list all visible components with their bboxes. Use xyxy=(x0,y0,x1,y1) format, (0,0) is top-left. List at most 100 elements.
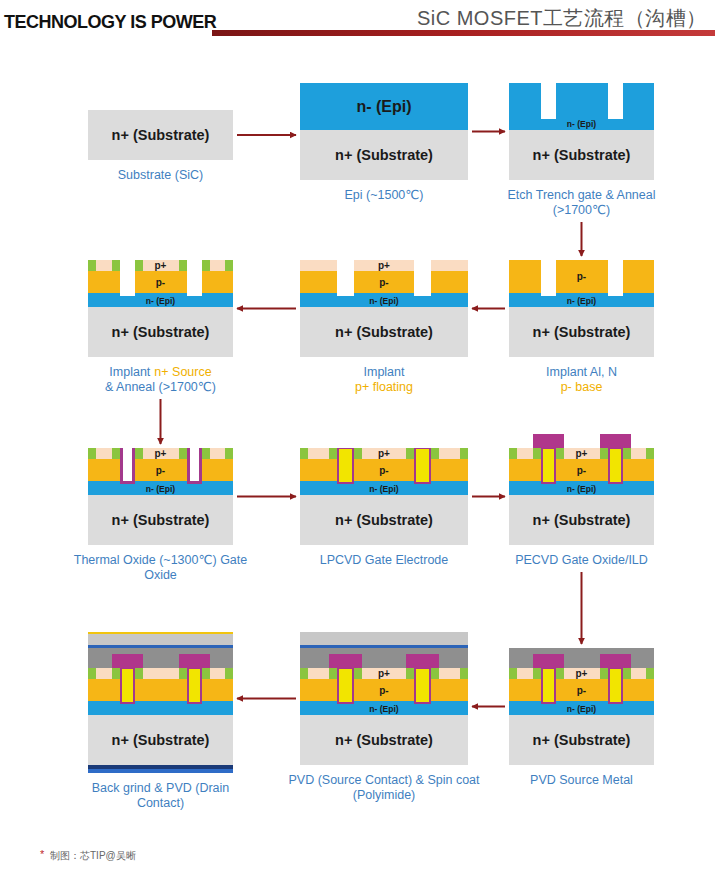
n-plus-source xyxy=(354,448,362,459)
n-plus-source xyxy=(179,448,187,459)
substrate-layer xyxy=(300,715,468,765)
trench xyxy=(120,260,135,296)
layer-label: p- xyxy=(156,465,165,476)
p-base-layer xyxy=(300,679,468,701)
gate-electrode xyxy=(609,668,622,703)
flow-arrow xyxy=(472,496,505,498)
layer-region: n+ (Substrate) xyxy=(88,110,233,160)
layer-region: n+ (Substrate) xyxy=(300,495,468,545)
n-plus-source xyxy=(202,668,210,679)
cross-section xyxy=(300,260,468,357)
layer-label: p- xyxy=(379,465,388,476)
ild-cap xyxy=(112,654,143,668)
layer-region: n- (Epi) xyxy=(509,704,654,715)
layer-label: p+ xyxy=(155,260,167,271)
step-caption: Thermal Oxide (~1300℃) Gate Oxide xyxy=(70,553,251,583)
process-step: Etch Trench gate & Anneal (>1700℃)n- (Ep… xyxy=(509,83,654,218)
layer-label: p+ xyxy=(576,448,588,459)
epi-layer xyxy=(509,481,654,495)
layer-region: n- (Epi) xyxy=(509,119,654,130)
layer-region: n+ (Substrate) xyxy=(300,130,468,180)
n-plus-source xyxy=(509,668,517,679)
layer-label: n- (Epi) xyxy=(567,296,596,307)
n-plus-source xyxy=(600,668,608,679)
layer-label: p- xyxy=(577,465,586,476)
step-caption: PVD Source Metal xyxy=(491,773,672,788)
cross-section-drawing xyxy=(300,260,468,357)
gate-electrode xyxy=(415,448,430,483)
step-caption-box: LPCVD Gate Electrode xyxy=(282,553,486,568)
layer-region: n+ (Substrate) xyxy=(88,715,233,765)
gate-electrode xyxy=(542,448,555,483)
n-plus-source xyxy=(300,668,308,679)
p-plus-layer xyxy=(509,668,654,679)
layer-region: n- (Epi) xyxy=(300,704,468,715)
layer-label: p+ xyxy=(378,668,390,679)
cross-section xyxy=(88,632,233,773)
epi-layer xyxy=(509,701,654,715)
n-plus-source xyxy=(533,448,541,459)
process-step: Implantp+ floatingp+p-n- (Epi)n+ (Substr… xyxy=(300,260,468,395)
process-step: PVD Source Metalp+p-n- (Epi)n+ (Substrat… xyxy=(509,648,654,788)
layer-label: n+ (Substrate) xyxy=(533,147,631,164)
process-step: Implant Al, Np- basep-n- (Epi)n+ (Substr… xyxy=(509,260,654,395)
cross-section-drawing xyxy=(88,448,233,545)
trench xyxy=(187,260,202,296)
flow-arrow xyxy=(237,496,296,498)
process-step: PECVD Gate Oxide/ILDp+p-n- (Epi)n+ (Subs… xyxy=(509,434,654,568)
layer-label: p+ xyxy=(378,260,390,271)
layer-region: n- (Epi) xyxy=(509,296,654,307)
drain-contact xyxy=(88,765,233,769)
n-plus-source xyxy=(329,448,337,459)
trench xyxy=(541,260,556,296)
layer-label: n+ (Substrate) xyxy=(112,127,210,144)
n-plus-source xyxy=(623,668,631,679)
p-plus-layer xyxy=(300,668,468,679)
layer-label: n+ (Substrate) xyxy=(335,512,433,529)
n-plus-source xyxy=(225,448,233,459)
step-caption: Implant Al, N xyxy=(491,365,672,380)
layer-label: n- (Epi) xyxy=(146,484,175,495)
process-step: Thermal Oxide (~1300℃) Gate Oxidep+p-n- … xyxy=(88,448,233,583)
layer-region: p- xyxy=(509,260,654,293)
n-plus-source xyxy=(88,260,96,271)
substrate-layer xyxy=(509,307,654,357)
substrate-layer xyxy=(88,715,233,765)
layer-label: n+ (Substrate) xyxy=(112,512,210,529)
flow-arrow xyxy=(237,698,296,700)
step-caption-box: Implantp+ floating xyxy=(282,365,486,395)
flow-arrow xyxy=(581,222,583,256)
process-step: Epi (~1500℃)n- (Epi)n+ (Substrate) xyxy=(300,83,468,203)
layer-label: p- xyxy=(379,685,388,696)
step-caption-box: Implant Al, Np- base xyxy=(491,365,672,395)
epi-layer xyxy=(509,293,654,307)
gate-electrode xyxy=(338,448,353,483)
n-plus-source xyxy=(431,668,439,679)
process-step: Substrate (SiC)n+ (Substrate) xyxy=(88,110,233,183)
p-plus-layer xyxy=(88,668,233,679)
gate-electrode xyxy=(542,668,555,703)
substrate-layer xyxy=(88,495,233,545)
layer-region: p+ xyxy=(300,260,468,271)
epi-layer xyxy=(88,293,233,307)
layer-region: p+ xyxy=(88,448,233,459)
p-base-layer xyxy=(88,459,233,481)
n-plus-source xyxy=(112,448,120,459)
step-caption-box: Thermal Oxide (~1300℃) Gate Oxide xyxy=(70,553,251,583)
polyimide-layer xyxy=(88,632,233,645)
layer-region: p- xyxy=(509,459,654,481)
n-plus-source xyxy=(406,668,414,679)
step-caption: PVD (Source Contact) & Spin coat (Polyim… xyxy=(282,773,486,803)
layer-region: p- xyxy=(509,679,654,701)
n-plus-source xyxy=(112,260,120,271)
header-bar xyxy=(212,30,715,36)
substrate-layer xyxy=(300,495,468,545)
cross-section-drawing xyxy=(300,448,468,545)
substrate-layer xyxy=(509,715,654,765)
cross-section xyxy=(509,83,654,180)
layer-label: n+ (Substrate) xyxy=(335,732,433,749)
layer-region: p+ xyxy=(88,260,233,271)
gate-electrode xyxy=(338,668,353,703)
p-plus-layer xyxy=(88,260,233,271)
p-plus-layer xyxy=(88,448,233,459)
